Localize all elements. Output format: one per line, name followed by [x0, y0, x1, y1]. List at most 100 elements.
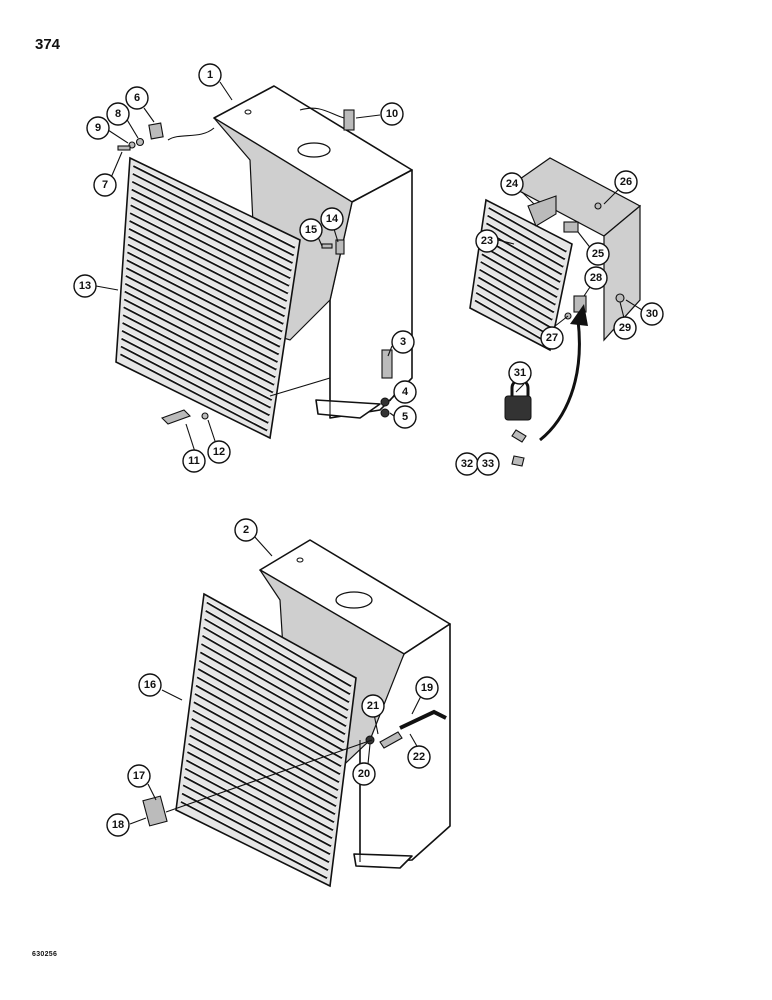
callout-17: 17: [127, 764, 151, 788]
grille-louver-highlight: [121, 336, 270, 415]
padlock-31: [504, 378, 532, 467]
grille-louver-highlight: [479, 267, 555, 312]
grille-louver: [126, 259, 282, 340]
arrow-to-lock: [539, 304, 588, 442]
grille-louver-highlight: [120, 344, 269, 422]
grille-louver-highlight: [201, 642, 347, 726]
grille-louver-highlight: [188, 741, 335, 822]
grille-louver: [124, 290, 277, 371]
grille-louver-highlight: [186, 758, 333, 838]
grille-louver: [127, 251, 283, 333]
grille-louver: [206, 601, 352, 687]
grille-louver-highlight: [488, 206, 567, 251]
housing-small: [469, 157, 642, 352]
grille-louver-highlight: [203, 625, 349, 710]
grille-louver-highlight: [123, 313, 274, 392]
grille-louver-highlight: [204, 617, 350, 702]
callout-14: 14: [320, 207, 344, 231]
svg-text:10: 10: [386, 108, 398, 120]
callout-21: 21: [361, 694, 385, 718]
small-parts-bottom: [142, 709, 447, 827]
grille-louver: [122, 313, 274, 394]
grille-louver-highlight: [126, 266, 281, 346]
grille-louver-highlight: [122, 321, 272, 400]
grille-louver: [486, 222, 564, 268]
callout-16: 16: [138, 673, 162, 697]
svg-text:14: 14: [326, 213, 339, 225]
callout-31: 31: [508, 361, 532, 385]
grille-louver: [132, 164, 296, 249]
grille-louver: [131, 188, 292, 272]
callout-18: 18: [106, 813, 130, 837]
grille-louver: [482, 245, 560, 291]
grille-louver: [120, 345, 269, 424]
grille-louver: [121, 337, 270, 417]
svg-text:27: 27: [546, 332, 558, 344]
callout-11: 11: [182, 449, 206, 473]
grille-louver-highlight: [127, 242, 284, 323]
callout-33: 33: [476, 452, 500, 476]
svg-text:33: 33: [482, 458, 494, 470]
svg-text:30: 30: [646, 308, 658, 320]
svg-text:11: 11: [188, 455, 200, 467]
grille-louver-highlight: [133, 164, 296, 247]
svg-text:26: 26: [620, 176, 632, 188]
grille-louver: [123, 298, 276, 379]
grille-louver-highlight: [123, 305, 275, 384]
svg-text:21: 21: [367, 700, 379, 712]
callout-10: 10: [380, 102, 404, 126]
grille-louver-highlight: [183, 783, 330, 862]
callout-32: 32: [455, 452, 479, 476]
grille-louver: [183, 775, 331, 855]
grille-louver: [121, 329, 272, 409]
grille-louver-highlight: [180, 800, 328, 878]
svg-text:5: 5: [402, 411, 408, 423]
grille-louver-highlight: [124, 297, 276, 377]
grille-louver: [196, 676, 343, 759]
grille-louver-highlight: [128, 234, 285, 316]
callout-1: 1: [198, 63, 222, 87]
grille-louver-highlight: [199, 658, 345, 742]
svg-text:28: 28: [590, 272, 602, 284]
svg-text:25: 25: [592, 248, 604, 260]
svg-text:23: 23: [481, 235, 493, 247]
grille-louver: [198, 659, 345, 743]
grille-louver-highlight: [480, 260, 556, 304]
callout-20: 20: [352, 762, 376, 786]
svg-text:7: 7: [102, 179, 108, 191]
grille-louver-highlight: [132, 172, 294, 255]
svg-text:29: 29: [619, 322, 631, 334]
callout-25: 25: [586, 242, 610, 266]
grille-louver: [199, 651, 346, 735]
callout-15: 15: [299, 218, 323, 242]
grille-louver-highlight: [184, 775, 331, 854]
grille-louver: [192, 709, 339, 791]
grille-louver: [130, 204, 290, 287]
grille-louver-highlight: [128, 227, 286, 308]
grille-louver-highlight: [206, 600, 352, 686]
grille-louver: [200, 642, 347, 727]
grille-louver: [131, 180, 294, 264]
grille-louver: [488, 206, 567, 253]
grille-louver: [478, 276, 553, 321]
grille-louver: [130, 196, 291, 280]
svg-text:3: 3: [400, 336, 406, 348]
callout-29: 29: [613, 316, 637, 340]
svg-text:4: 4: [402, 386, 409, 398]
grille-louver: [129, 219, 288, 302]
grille-louver-highlight: [200, 650, 346, 734]
grille-louver-highlight: [482, 244, 559, 289]
grille-louver-highlight: [481, 252, 558, 297]
grille-louver: [124, 282, 279, 363]
grille-louver: [191, 717, 338, 799]
grille-louver-highlight: [192, 708, 339, 790]
svg-text:19: 19: [421, 682, 433, 694]
grille-louver-highlight: [187, 750, 334, 830]
svg-text:22: 22: [413, 751, 425, 763]
grille-louver: [180, 800, 328, 879]
grille-louver-highlight: [132, 179, 293, 263]
grille-louver-highlight: [477, 283, 551, 327]
svg-text:12: 12: [213, 446, 225, 458]
small-parts-top-left: [117, 107, 393, 425]
